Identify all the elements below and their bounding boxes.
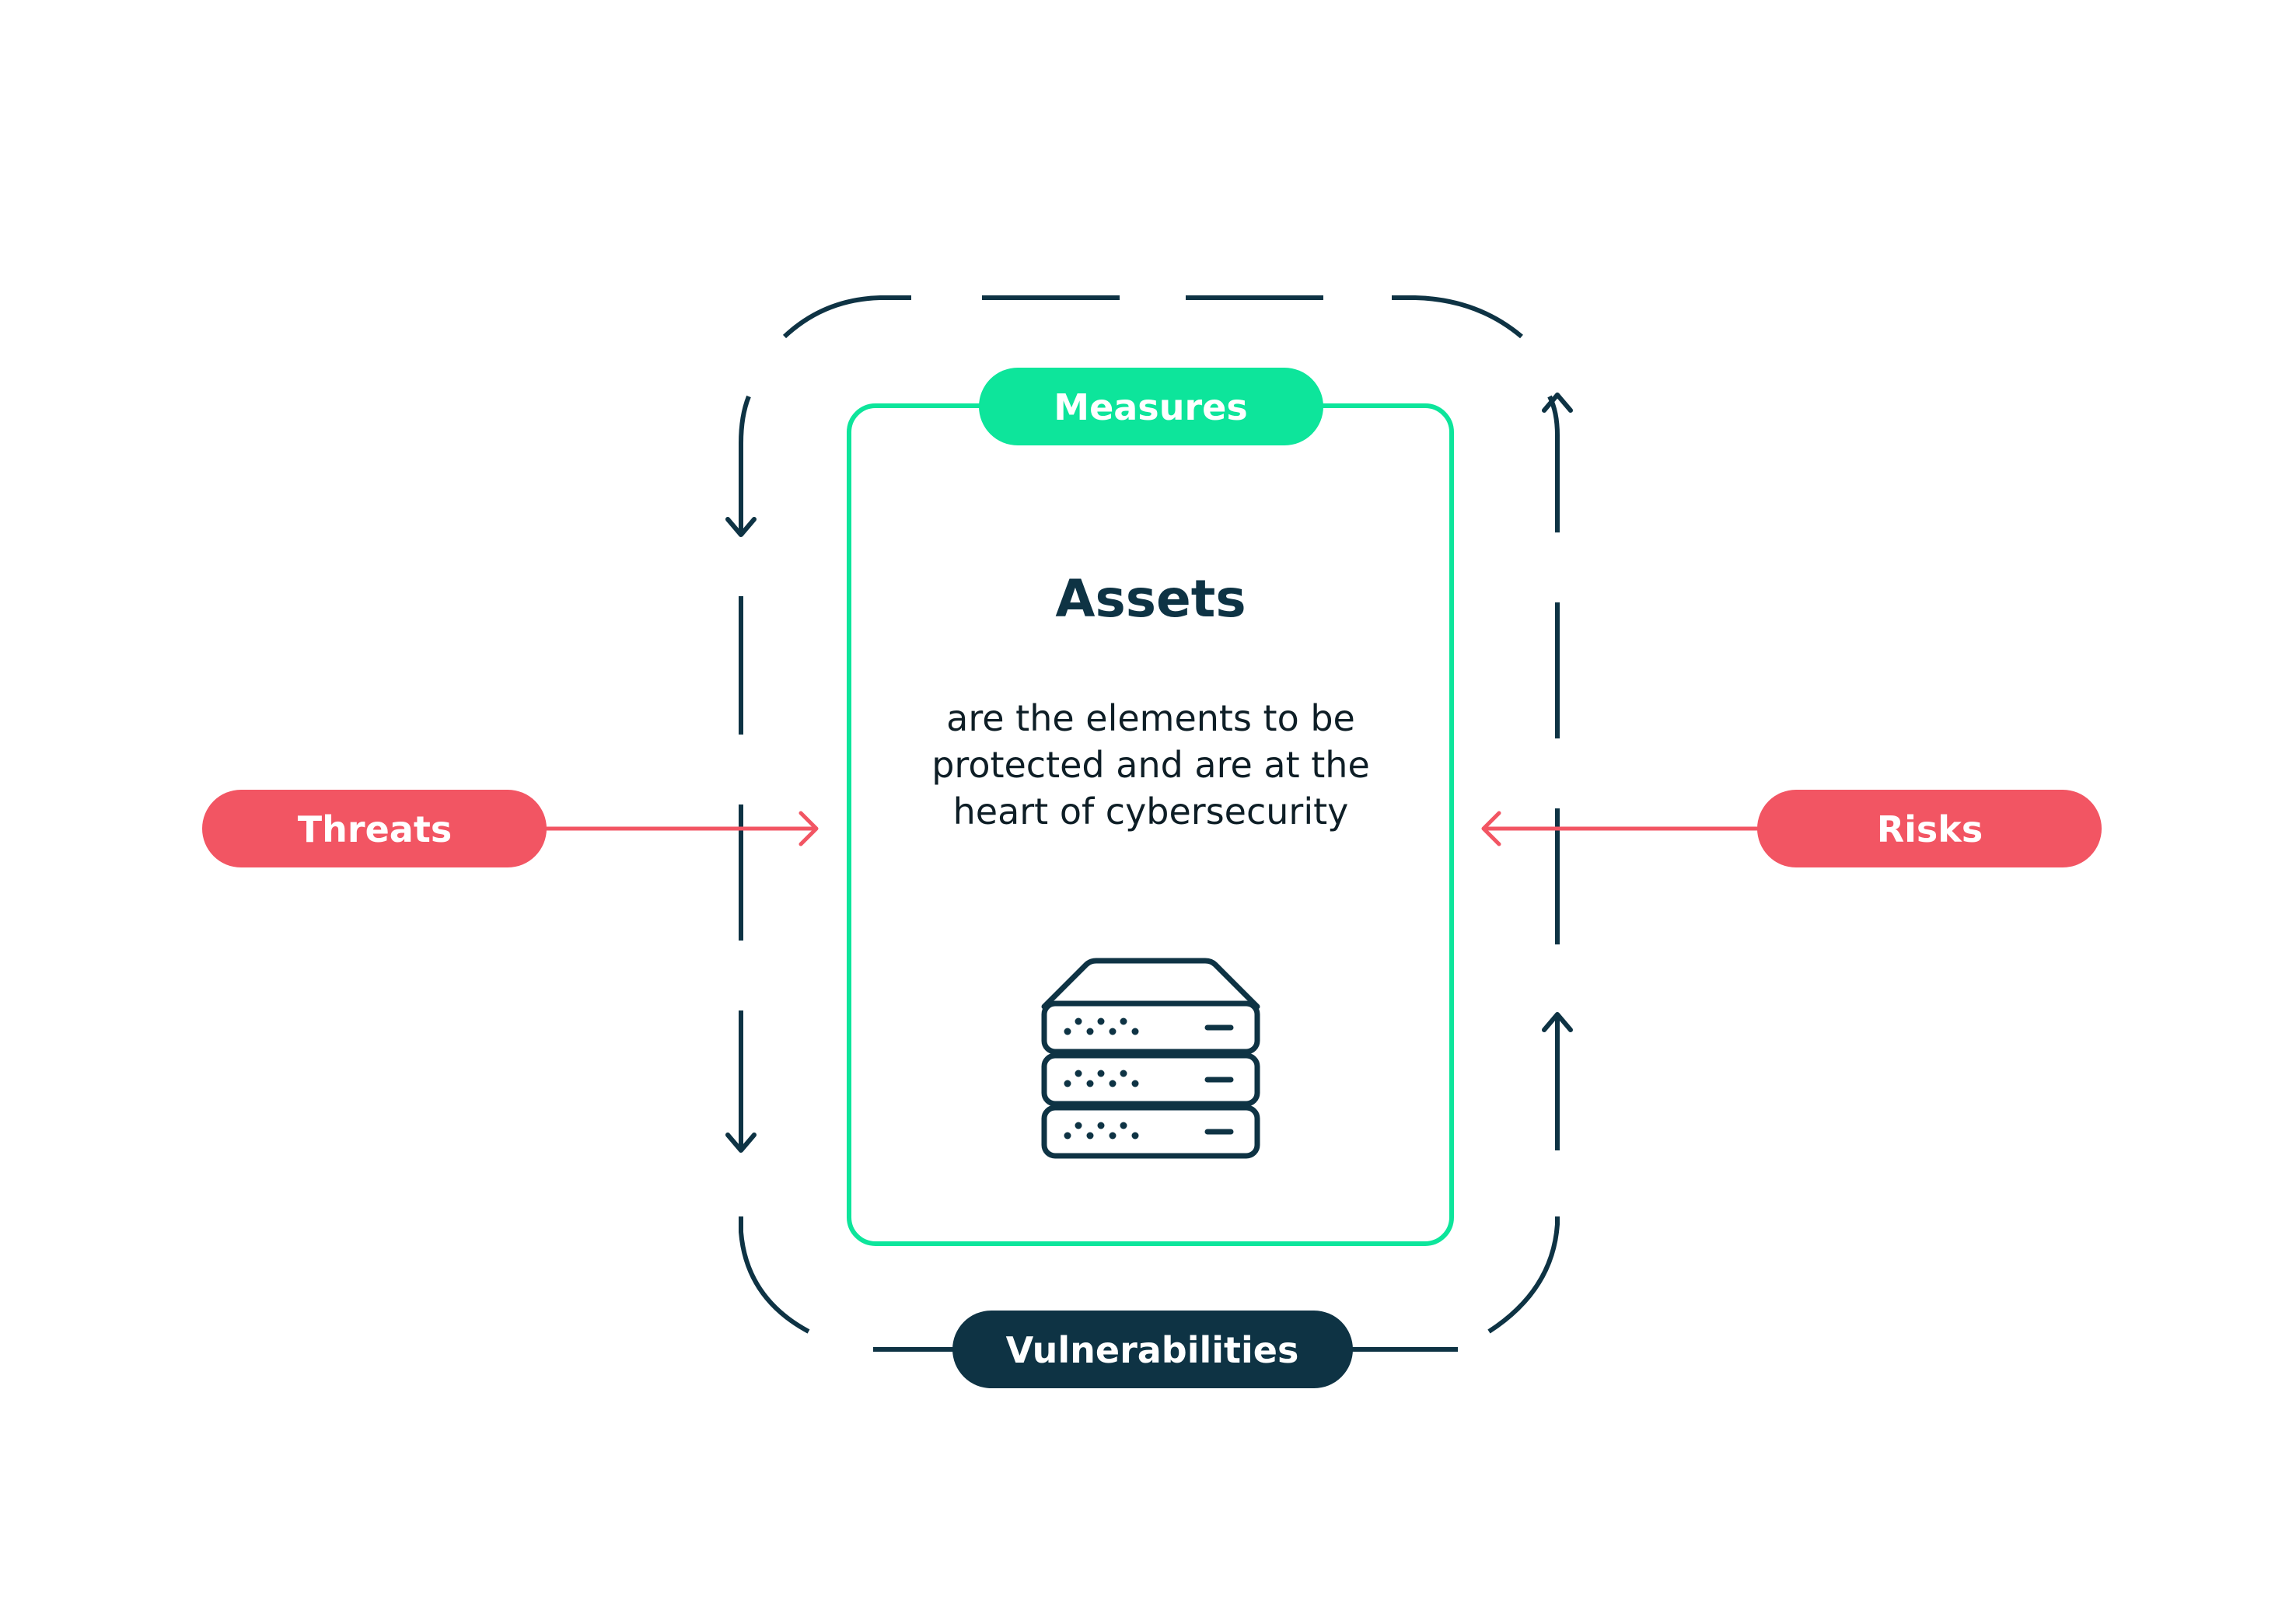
threats-label: Threats bbox=[298, 808, 452, 850]
threats-flow: Threats bbox=[202, 790, 819, 867]
server-unit-1 bbox=[1041, 1000, 1260, 1055]
measures-pill: Measures bbox=[979, 368, 1323, 445]
loop-top-right-corner bbox=[1392, 295, 1523, 339]
server-led bbox=[1131, 1132, 1139, 1140]
server-led bbox=[1086, 1080, 1094, 1087]
arrow-down-icon bbox=[725, 517, 757, 537]
server-led bbox=[1120, 1070, 1127, 1077]
vulnerabilities-label: Vulnerabilities bbox=[1006, 1329, 1299, 1371]
server-led bbox=[1086, 1132, 1094, 1140]
assets-description-line-3: heart of cybersecurity bbox=[953, 791, 1349, 832]
loop-top-left-corner bbox=[782, 295, 911, 339]
server-stack-icon bbox=[1041, 958, 1260, 1159]
measures-label: Measures bbox=[1054, 386, 1247, 428]
measures-pill-bg bbox=[979, 368, 1323, 445]
loop-right-upper-dash bbox=[1547, 395, 1560, 532]
server-led bbox=[1075, 1017, 1082, 1025]
server-led-dots bbox=[1064, 1017, 1139, 1140]
server-led bbox=[1120, 1017, 1127, 1025]
loop-arrowheads bbox=[725, 393, 1573, 1153]
assets-title: Assets bbox=[1055, 569, 1246, 629]
outer-loop bbox=[739, 295, 1560, 1352]
loop-bottom-left-corner bbox=[739, 1216, 810, 1334]
arrow-up-icon bbox=[1542, 393, 1573, 413]
server-led bbox=[1097, 1122, 1105, 1129]
server-led bbox=[1131, 1080, 1139, 1087]
server-led bbox=[1075, 1122, 1082, 1129]
vulnerabilities-pill: Vulnerabilities bbox=[952, 1311, 1353, 1388]
server-led bbox=[1097, 1070, 1105, 1077]
assets-description-line-2: protected and are at the bbox=[931, 744, 1370, 786]
server-unit-2 bbox=[1041, 1052, 1260, 1107]
server-top-bevel bbox=[1041, 958, 1260, 1010]
loop-bottom-right-corner bbox=[1487, 1216, 1560, 1334]
risks-pill-bg bbox=[1757, 790, 2102, 867]
server-unit-3 bbox=[1041, 1105, 1260, 1159]
risks-flow: Risks bbox=[1481, 790, 2102, 867]
server-led bbox=[1109, 1028, 1117, 1035]
server-led bbox=[1109, 1080, 1117, 1087]
server-led bbox=[1086, 1028, 1094, 1035]
server-led bbox=[1120, 1122, 1127, 1129]
server-led bbox=[1064, 1080, 1071, 1087]
server-led bbox=[1097, 1017, 1105, 1025]
arrow-down-icon bbox=[725, 1133, 757, 1153]
loop-left-upper-dash bbox=[739, 395, 751, 532]
server-led bbox=[1064, 1028, 1071, 1035]
arrow-up-icon bbox=[1542, 1012, 1573, 1032]
risks-label: Risks bbox=[1877, 808, 1983, 850]
server-led bbox=[1109, 1132, 1117, 1140]
assets-description-line-1: are the elements to be bbox=[946, 697, 1355, 739]
threats-pill-bg bbox=[202, 790, 547, 867]
server-led bbox=[1064, 1132, 1071, 1140]
arrow-left-icon bbox=[1481, 811, 1501, 846]
vulnerabilities-pill-bg bbox=[952, 1311, 1353, 1388]
arrow-right-icon bbox=[799, 811, 819, 846]
server-led bbox=[1131, 1028, 1139, 1035]
server-led bbox=[1075, 1070, 1082, 1077]
